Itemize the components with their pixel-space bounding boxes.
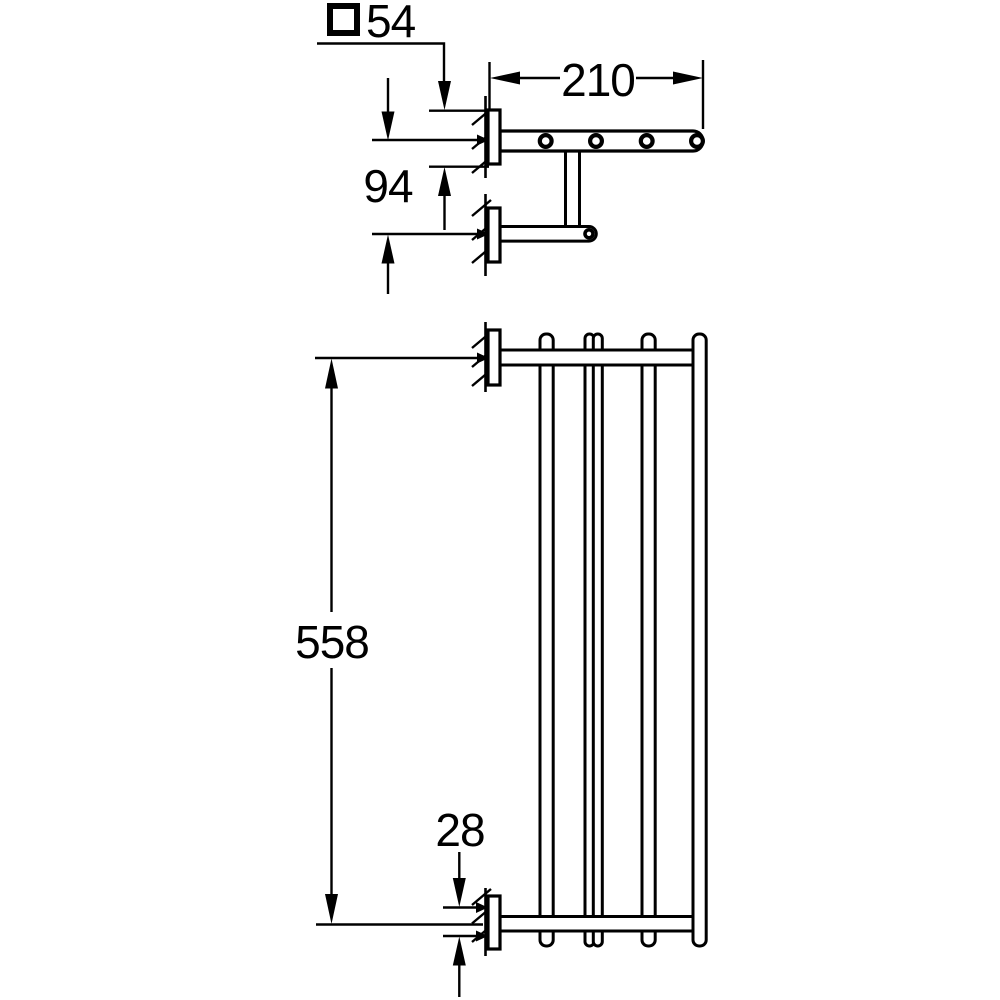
wall-plate-top [486, 328, 502, 387]
bar-hole [587, 133, 604, 150]
dimension-label-210: 210 [561, 54, 635, 106]
dimension-length: 558 [295, 352, 489, 926]
arrow-down-icon [438, 81, 451, 110]
bottom-bar [498, 915, 702, 933]
hatch-stroke [471, 888, 492, 906]
arrow-down-icon [452, 878, 466, 907]
towel-rail [538, 332, 555, 948]
towel-rail [691, 332, 708, 948]
wall-plate-lower [486, 206, 502, 264]
leader-line-54 [317, 42, 446, 81]
arrow-up-icon [325, 358, 338, 389]
arrow-up-icon [452, 936, 466, 966]
arrow-right-icon [476, 930, 488, 942]
arrow-right-icon [477, 352, 489, 364]
dimension-label-558: 558 [295, 616, 369, 668]
dimension-bar: 28 [435, 804, 488, 997]
dimension-arm-spacing: 94 [363, 78, 489, 294]
arrow-down-icon [381, 111, 395, 141]
bar-end-hole [583, 228, 595, 240]
dimension-label-28: 28 [435, 804, 484, 856]
arrow-right-icon [673, 71, 703, 85]
bar-hole [638, 133, 655, 150]
bar-hole [688, 133, 705, 150]
arrow-down-icon [325, 894, 338, 924]
lower-arm [498, 225, 598, 243]
hatch-stroke [471, 199, 492, 217]
wall-plate-upper [486, 108, 502, 166]
dimension-label-94: 94 [363, 160, 413, 212]
connecting-post [564, 143, 581, 232]
arrow-up-icon [438, 167, 451, 196]
wall-plate-bottom [486, 894, 502, 951]
arrow-up-icon [381, 234, 395, 264]
top-bar [498, 348, 702, 367]
square-symbol-icon [327, 3, 360, 36]
arrow-right-icon [476, 902, 488, 913]
arrow-left-icon [490, 71, 520, 85]
front-view: 558 28 [295, 322, 708, 997]
arrow-right-icon [477, 228, 489, 240]
towel-rail [640, 332, 657, 948]
side-view: 54 94 210 [317, 0, 705, 294]
dimension-depth: 210 [488, 54, 705, 129]
towel-rail [591, 332, 604, 948]
bar-hole [537, 133, 554, 150]
dimension-label-54: 54 [366, 0, 416, 47]
